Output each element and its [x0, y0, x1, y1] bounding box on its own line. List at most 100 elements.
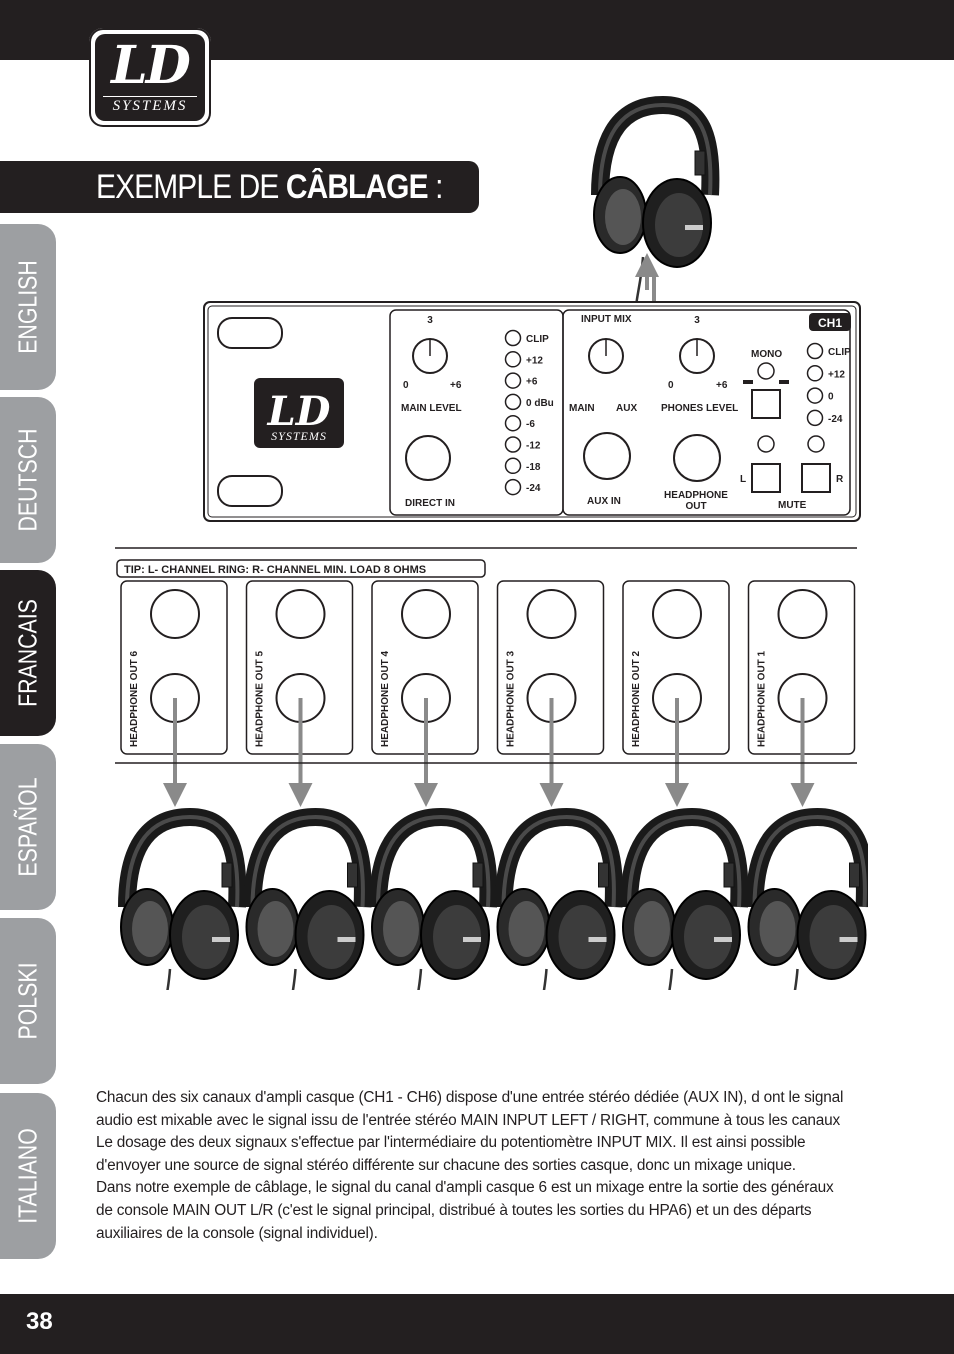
body-line: Le dosage des deux signaux s'effectue pa…: [96, 1134, 806, 1152]
headphone: [498, 817, 615, 990]
mute-l-button[interactable]: [751, 463, 781, 493]
title-bold: CÂBLAGE: [285, 168, 429, 206]
headphone: [623, 817, 740, 990]
output-section: HEADPHONE OUT 6: [120, 580, 228, 807]
channel-meter-led: [806, 387, 824, 404]
language-tab[interactable]: ESPAÑOL: [0, 744, 56, 910]
wiring-diagram: LD SYSTEMS 3 0 +6 MAIN LEVEL DIRECT IN C…: [88, 90, 868, 990]
output-section: HEADPHONE OUT 3: [496, 580, 605, 807]
channel-meter: CLIP+120-24: [806, 342, 851, 427]
body-line: de console MAIN OUT L/R (c'est le signal…: [96, 1201, 812, 1219]
language-tab[interactable]: POLSKI: [0, 918, 56, 1084]
output-jack-upper[interactable]: [150, 589, 200, 639]
page-title: EXEMPLE DE CÂBLAGE :: [96, 165, 443, 209]
output-label: HEADPHONE OUT 2: [631, 650, 642, 747]
mono-led: [757, 362, 775, 380]
input-mix-left: MAIN: [569, 403, 595, 414]
body-line: Chacun des six canaux d'ampli casque (CH…: [96, 1089, 844, 1106]
output-section: HEADPHONE OUT 2: [622, 580, 730, 807]
logo-sub-text: SYSTEMS: [103, 96, 197, 115]
output-jack-upper[interactable]: [401, 589, 451, 639]
main-meter-led: [504, 414, 522, 432]
main-meter-label: 0 dBu: [526, 398, 554, 409]
direct-in-jack[interactable]: [405, 435, 451, 481]
headphone-out-label-1: HEADPHONE: [664, 490, 728, 501]
language-tab-label: POLSKI: [12, 962, 43, 1040]
front-panel: LD SYSTEMS 3 0 +6 MAIN LEVEL DIRECT IN C…: [203, 301, 861, 522]
channel-meter-label: 0: [828, 392, 834, 403]
language-tab-label: ENGLISH: [12, 260, 43, 354]
main-level-max: +6: [450, 380, 462, 391]
language-tab[interactable]: FRANCAIS: [0, 570, 56, 736]
channel-meter-label: CLIP: [828, 347, 851, 358]
bottom-bar: [0, 1294, 954, 1354]
direct-in-label: DIRECT IN: [405, 498, 455, 509]
language-tab[interactable]: ENGLISH: [0, 224, 56, 390]
mute-right-label: R: [836, 474, 844, 485]
headphone-out-jack[interactable]: [673, 434, 721, 482]
main-level-label: MAIN LEVEL: [401, 403, 462, 414]
mute-r-led: [807, 435, 825, 453]
output-label: HEADPHONE OUT 1: [757, 650, 768, 747]
brand-logo: LD SYSTEMS: [89, 28, 211, 127]
headphone-out-label-2: OUT: [685, 501, 706, 512]
output-jack-upper[interactable]: [275, 589, 326, 639]
main-meter-led: [504, 393, 522, 411]
body-text: Chacun des six canaux d'ampli casque (CH…: [96, 1087, 866, 1245]
body-line: audio est mixable avec le signal issu de…: [96, 1111, 840, 1129]
main-meter-led: [504, 436, 522, 453]
language-tab-label: DEUTSCH: [12, 428, 43, 532]
output-label: HEADPHONE OUT 4: [380, 650, 391, 747]
body-line: Dans notre exemple de câblage, le signal…: [96, 1179, 834, 1197]
output-jack-upper[interactable]: [526, 589, 577, 639]
main-meter-led: [504, 329, 522, 347]
output-label: HEADPHONE OUT 5: [255, 650, 266, 747]
main-meter-label: -6: [526, 419, 535, 430]
output-jack-upper[interactable]: [777, 589, 828, 639]
language-tab-label: FRANCAIS: [12, 599, 43, 707]
headphone: [247, 817, 364, 990]
input-mix-label: INPUT MIX: [581, 314, 632, 325]
main-meter-led: [504, 351, 522, 368]
channel-label: CH1: [818, 316, 842, 330]
mute-r-button[interactable]: [801, 463, 831, 493]
channel-badge: [809, 313, 851, 331]
title-light: EXEMPLE DE: [96, 168, 279, 206]
input-mix-right: AUX: [616, 403, 637, 414]
channel-meter-led: [806, 365, 824, 382]
phones-level-max: +6: [716, 380, 728, 391]
aux-in-jack[interactable]: [583, 432, 631, 480]
output-label: HEADPHONE OUT 6: [129, 650, 140, 747]
panel-logo-sub: SYSTEMS: [271, 429, 327, 443]
aux-in-label: AUX IN: [587, 496, 621, 507]
main-meter-led: [504, 372, 522, 389]
main-level-top: 3: [427, 315, 433, 326]
mute-left-label: L: [740, 474, 746, 485]
mono-label: MONO: [751, 349, 782, 360]
main-meter-led: [504, 457, 522, 475]
mute-label: MUTE: [778, 500, 807, 511]
mute-l-led: [757, 435, 775, 453]
body-line: auxiliaires de la console (signal indivi…: [96, 1224, 378, 1242]
panel-logo-main: LD: [267, 388, 331, 435]
phones-level-label: PHONES LEVEL: [661, 403, 738, 414]
body-line: d'envoyer une source de signal stéréo di…: [96, 1156, 796, 1174]
headphone: [121, 817, 238, 990]
output-section: HEADPHONE OUT 1: [747, 580, 856, 807]
main-meter-label: -12: [526, 441, 541, 452]
output-jack-upper[interactable]: [652, 589, 702, 639]
headphone: [749, 817, 866, 990]
headphone: [372, 817, 489, 990]
main-meter-label: -24: [526, 483, 541, 494]
main-meter-label: -18: [526, 462, 541, 473]
language-tab[interactable]: ITALIANO: [0, 1093, 56, 1259]
headphone-row: [121, 817, 866, 990]
tip-label: TIP: L- CHANNEL RING: R- CHANNEL MIN. LO…: [124, 564, 426, 576]
tip-label-box: [116, 559, 486, 578]
logo-main-text: LD: [111, 35, 191, 96]
language-tab[interactable]: DEUTSCH: [0, 397, 56, 563]
output-section: HEADPHONE OUT 5: [245, 580, 354, 807]
page-number: 38: [26, 1308, 53, 1335]
output-sections: HEADPHONE OUT 6 HEADPHONE OUT 5 HEADPHONE …: [120, 580, 856, 807]
mono-button[interactable]: [751, 389, 781, 419]
